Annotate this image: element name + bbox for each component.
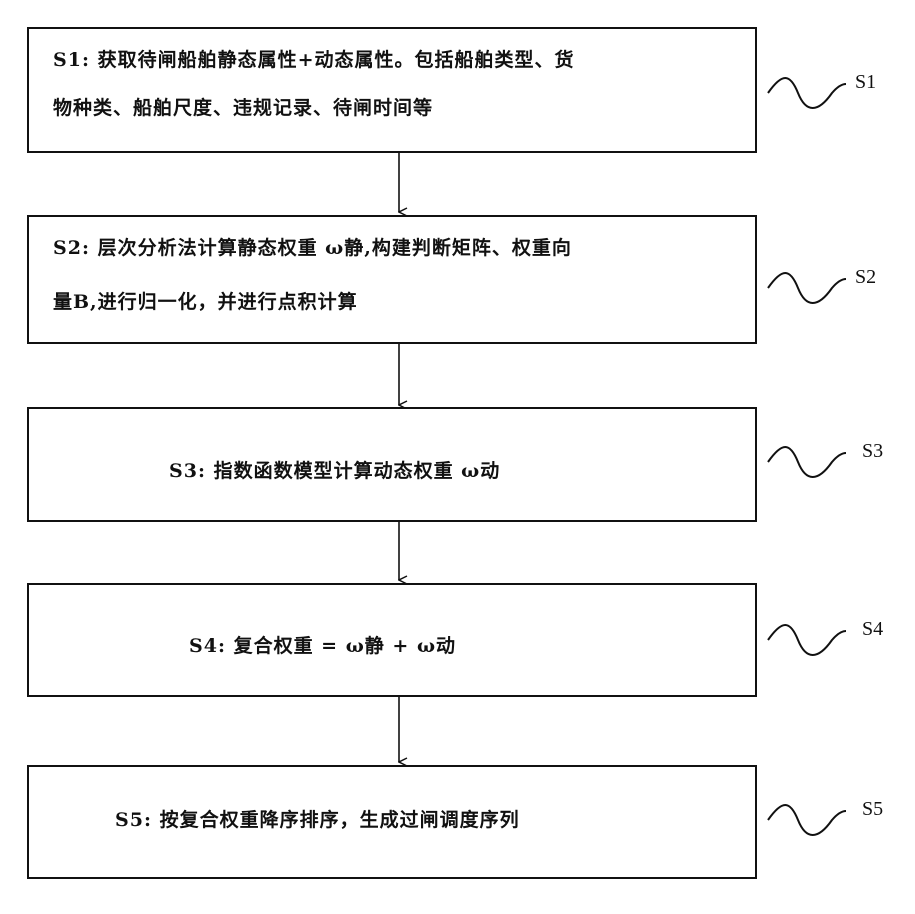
step-s3-line-1: S3: 指数函数模型计算动态权重 ω动 [169,454,500,488]
step-s2-box: S2: 层次分析法计算静态权重 ω静,构建判断矩阵、权重向 量B,进行归一化，并… [27,215,757,344]
step-s4-label: S4 [862,618,883,641]
step-s1-line-2: 物种类、船舶尺度、违规记录、待闸时间等 [53,91,433,125]
leader-s5-icon [768,805,846,835]
leader-s2-icon [768,273,846,303]
step-s1-line-1: S1: 获取待闸船舶静态属性+动态属性。包括船舶类型、货 [53,43,575,77]
step-s2-label: S2 [855,266,876,289]
step-s2-line-1: S2: 层次分析法计算静态权重 ω静,构建判断矩阵、权重向 [53,231,572,265]
leader-s1-icon [768,78,846,108]
leader-s4-icon [768,625,846,655]
step-s5-box: S5: 按复合权重降序排序，生成过闸调度序列 [27,765,757,879]
step-s1-box: S1: 获取待闸船舶静态属性+动态属性。包括船舶类型、货 物种类、船舶尺度、违规… [27,27,757,153]
step-s2-line-2: 量B,进行归一化，并进行点积计算 [53,285,358,319]
leader-s3-icon [768,447,846,477]
step-s4-line-1: S4: 复合权重 = ω静 + ω动 [189,629,456,663]
step-s1-label: S1 [855,71,876,94]
step-s5-line-1: S5: 按复合权重降序排序，生成过闸调度序列 [115,803,520,837]
step-s3-label: S3 [862,440,883,463]
step-s3-box: S3: 指数函数模型计算动态权重 ω动 [27,407,757,522]
step-s5-label: S5 [862,798,883,821]
step-s4-box: S4: 复合权重 = ω静 + ω动 [27,583,757,697]
